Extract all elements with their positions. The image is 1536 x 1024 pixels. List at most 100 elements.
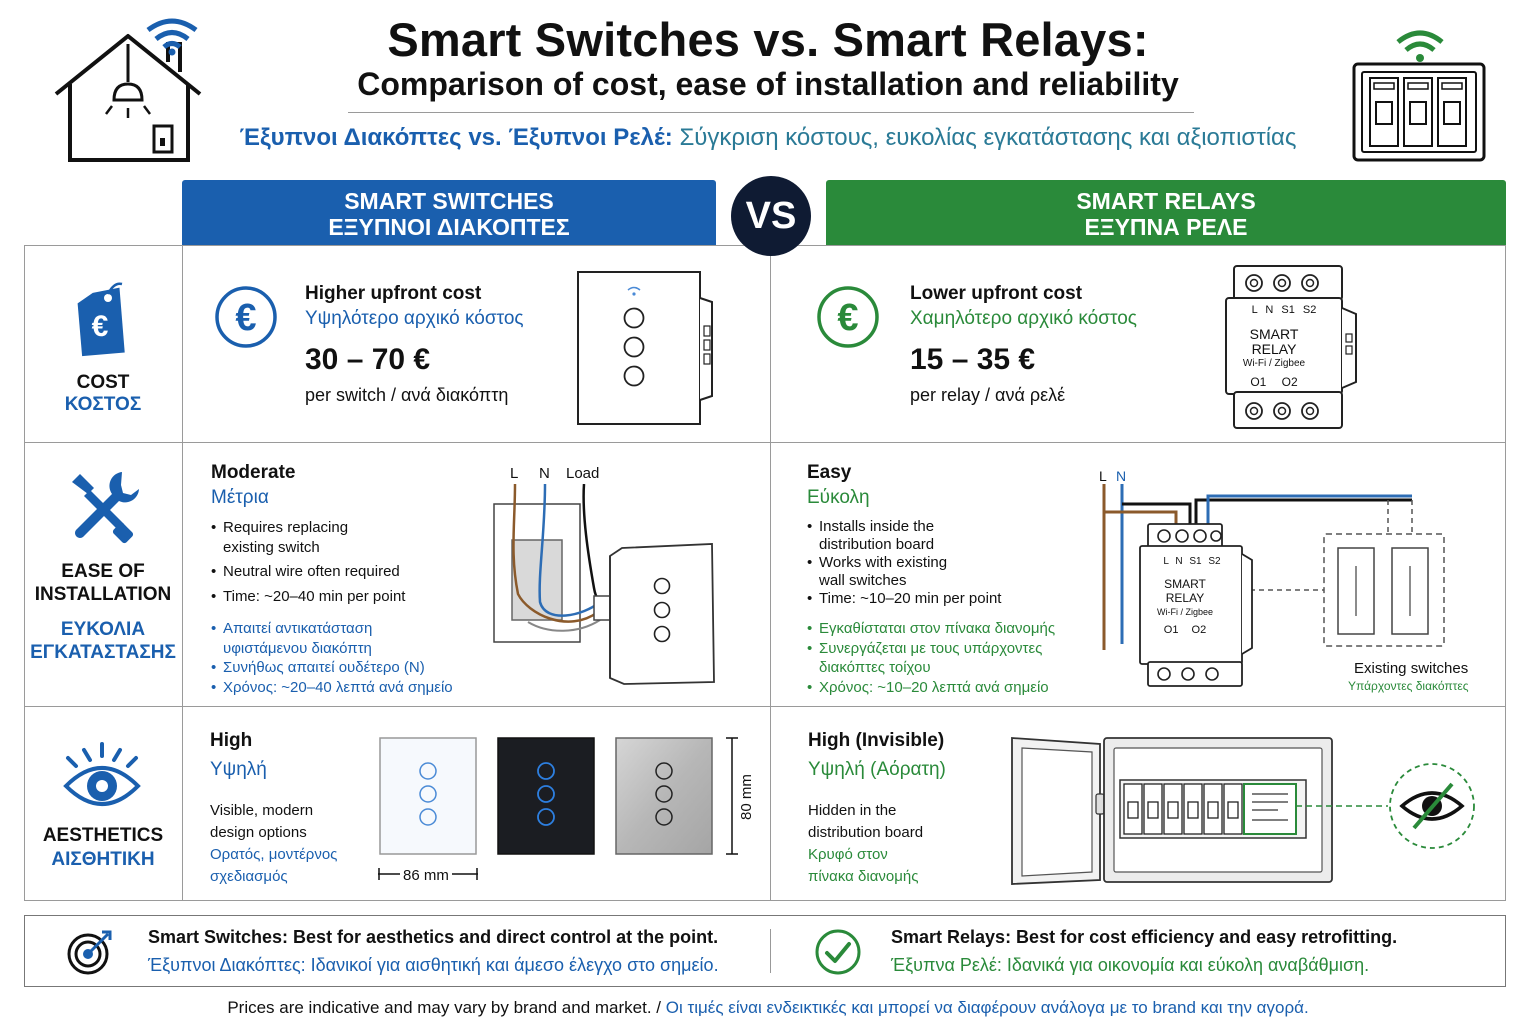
- footer-note-gr: Οι τιμές είναι ενδεικτικές και μπορεί να…: [665, 998, 1309, 1017]
- relay-wiring-shape: [1102, 484, 1445, 687]
- relay-aesthetics-desc: Hidden in the distribution board Κρυφό σ…: [808, 800, 923, 888]
- relays-column-header: SMART RELAYS ΕΞΥΠΝΑ ΡΕΛΕ: [826, 180, 1506, 246]
- svg-text:€: €: [92, 310, 109, 343]
- list-item: Installs inside the distribution board: [807, 518, 957, 554]
- aesthetics-label-greek: ΑΙΣΘΗΤΙΚΗ: [51, 849, 155, 870]
- summary-divider: [770, 929, 771, 973]
- list-item: Εγκαθίσταται στον πίνακα διανομής: [807, 619, 1072, 639]
- switches-header-title: SMART SWITCHES: [344, 188, 554, 214]
- relay-diagram-proto: Wi-Fi / Zigbee: [1156, 607, 1213, 617]
- aesthetics-label: AESTHETICS: [42, 825, 164, 846]
- relay-wire-label-n: N: [1116, 468, 1127, 484]
- table-border-label: [182, 245, 183, 901]
- list-item: Συνήθως απαιτεί ουδέτερο (N): [211, 658, 453, 678]
- price-tag-icon: €: [77, 282, 125, 357]
- list-item: Time: ~10–20 min per point: [807, 590, 1001, 608]
- euro-circle-green-icon: €: [817, 286, 879, 348]
- switch-aesthetics-desc-1: Visible, modern: [210, 802, 314, 819]
- relay-panel-icon: [1352, 30, 1486, 162]
- relay-wire-label-l: L: [1099, 468, 1107, 484]
- list-item: Συνεργάζεται με τους υπάρχοντες διακόπτε…: [807, 639, 1072, 678]
- switch-install-title-greek: Μέτρια: [211, 487, 269, 508]
- list-item: Χρόνος: ~10–20 λεπτά ανά σημείο: [807, 678, 1072, 698]
- table-border-row1: [24, 442, 1506, 443]
- relays-header-title: SMART RELAYS: [1076, 188, 1256, 214]
- switch-aesthetics-desc-greek-1: Ορατός, μοντέρνος: [210, 846, 338, 863]
- switch-price: 30 – 70 €: [305, 343, 431, 376]
- footer-note: Prices are indicative and may vary by br…: [0, 998, 1536, 1018]
- footer-note-en: Prices are indicative and may vary by br…: [227, 998, 662, 1017]
- switch-aesthetics-desc-greek-2: σχεδιασμός: [210, 868, 288, 885]
- relay-aesthetics-desc-1: Hidden in the: [808, 802, 897, 819]
- target-icon: [67, 930, 112, 975]
- relay-install-title-greek: Εύκολη: [807, 487, 870, 508]
- switch-aesthetics-title-greek: Υψηλή: [210, 759, 267, 780]
- relay-wiring-diagram: L N L N S1 S2 SMART RELAY Wi-Fi / Zigbee…: [1096, 466, 1496, 696]
- switch-aesthetics-desc: Visible, modern design options Ορατός, μ…: [210, 800, 337, 888]
- row-label-installation: EASE OF INSTALLATION ΕΥΚΟΛΙΑ ΕΓΚΑΤΑΣΤΑΣΗ…: [24, 560, 182, 664]
- vs-badge: VS: [731, 176, 811, 256]
- smart-home-icon: [54, 18, 202, 162]
- relay-diagram-name1: SMART: [1164, 577, 1206, 591]
- relay-aesthetics-title-greek: Υψηλή (Αόρατη): [808, 759, 946, 780]
- switches-column-header: SMART SWITCHES ΕΞΥΠΝΟΙ ΔΙΑΚΟΠΤΕΣ: [182, 180, 716, 246]
- list-item: Time: ~20–40 min per point: [211, 587, 405, 607]
- table-border-left: [24, 245, 25, 901]
- switch-height-label: 80 mm: [738, 774, 755, 820]
- eye-icon: [63, 742, 141, 806]
- relay-price: 15 – 35 €: [910, 343, 1036, 376]
- switch-aesthetics-desc-2: design options: [210, 824, 307, 841]
- switch-install-bullets: Requires replacing existing switch Neutr…: [211, 518, 405, 606]
- relay-diagram-outputs: O1 O2: [1163, 624, 1207, 636]
- relay-terminals-label: L N S1 S2: [1251, 304, 1317, 316]
- installation-label-greek-1: ΕΥΚΟΛΙΑ: [60, 619, 146, 640]
- relay-body-shape: [1225, 265, 1357, 429]
- list-item: Neutral wire often required: [211, 562, 405, 582]
- switch-install-bullets-greek: Απαιτεί αντικατάσταση υφιστάμενου διακόπ…: [211, 619, 453, 697]
- summary-switches-greek: Έξυπνοι Διακόπτες: Ιδανικοί για αισθητικ…: [148, 955, 719, 975]
- wire-label-n: N: [539, 465, 550, 482]
- table-border-row2: [24, 706, 1506, 707]
- switch-width-label: 86 mm: [400, 867, 452, 884]
- relay-cost-title-greek: Χαμηλότερο αρχικό κόστος: [910, 308, 1137, 329]
- table-border-mid: [770, 245, 771, 901]
- switch-install-title: Moderate: [211, 462, 296, 483]
- summary-relays-greek: Έξυπνα Ρελέ: Ιδανικά για οικονομία και ε…: [891, 955, 1370, 975]
- switch-aesthetics-title: High: [210, 730, 253, 751]
- switch-cost-title: Higher upfront cost: [305, 283, 482, 304]
- existing-switches-label: Existing switches: [1354, 660, 1469, 677]
- wire-label-l: L: [510, 465, 519, 482]
- header-divider: [348, 112, 1194, 113]
- row-label-aesthetics: AESTHETICS ΑΙΣΘΗΤΙΚΗ: [24, 824, 182, 872]
- page-title: Smart Switches vs. Smart Relays:: [387, 13, 1149, 66]
- switch-finishes-illustration: [379, 737, 738, 855]
- switch-wiring-diagram: L N Load: [488, 460, 718, 692]
- euro-circle-icon: €: [215, 286, 277, 348]
- installation-label-greek-2: ΕΓΚΑΤΑΣΤΑΣΗΣ: [30, 642, 176, 663]
- relay-diagram-terminals: L N S1 S2: [1163, 556, 1221, 567]
- cost-label: COST: [76, 372, 130, 393]
- page-subtitle: Comparison of cost, ease of installation…: [357, 66, 1179, 102]
- switches-header-title-greek: ΕΞΥΠΝΟΙ ΔΙΑΚΟΠΤΕΣ: [328, 214, 570, 240]
- summary-switches: Smart Switches: Best for aesthetics and …: [148, 927, 719, 947]
- relay-aesthetics-desc-greek-2: πίνακα διανομής: [808, 868, 919, 885]
- table-border-right: [1505, 245, 1506, 901]
- page-subtitle-greek: Έξυπνοι Διακόπτες vs. Έξυπνοι Ρελέ: Σύγκ…: [239, 124, 1297, 151]
- relay-protocol-label: Wi-Fi / Zigbee: [1242, 358, 1306, 369]
- relay-install-bullets-greek: Εγκαθίσταται στον πίνακα διανομής Συνεργ…: [807, 619, 1072, 697]
- smart-switch-illustration: [577, 271, 713, 425]
- table-border-bottom: [24, 900, 1506, 901]
- smart-relay-illustration: L N S1 S2 SMART RELAY Wi-Fi / Zigbee O1 …: [1224, 264, 1364, 432]
- relay-aesthetics-desc-2: distribution board: [808, 824, 924, 841]
- list-item: Απαιτεί αντικατάσταση υφιστάμενου διακόπ…: [211, 619, 401, 658]
- existing-switches-label-greek: Υπάρχοντες διακόπτες: [1348, 679, 1469, 693]
- check-circle-icon: [815, 929, 861, 975]
- svg-text:€: €: [235, 297, 256, 339]
- wire-label-load: Load: [566, 465, 600, 482]
- relay-outputs-label: O1 O2: [1250, 375, 1298, 389]
- svg-text:€: €: [837, 297, 858, 339]
- relay-install-bullets: Installs inside the distribution board W…: [807, 518, 1001, 608]
- list-item: Requires replacing existing switch: [211, 518, 371, 557]
- relay-diagram-name2: RELAY: [1165, 591, 1205, 605]
- relay-install-title: Easy: [807, 462, 852, 483]
